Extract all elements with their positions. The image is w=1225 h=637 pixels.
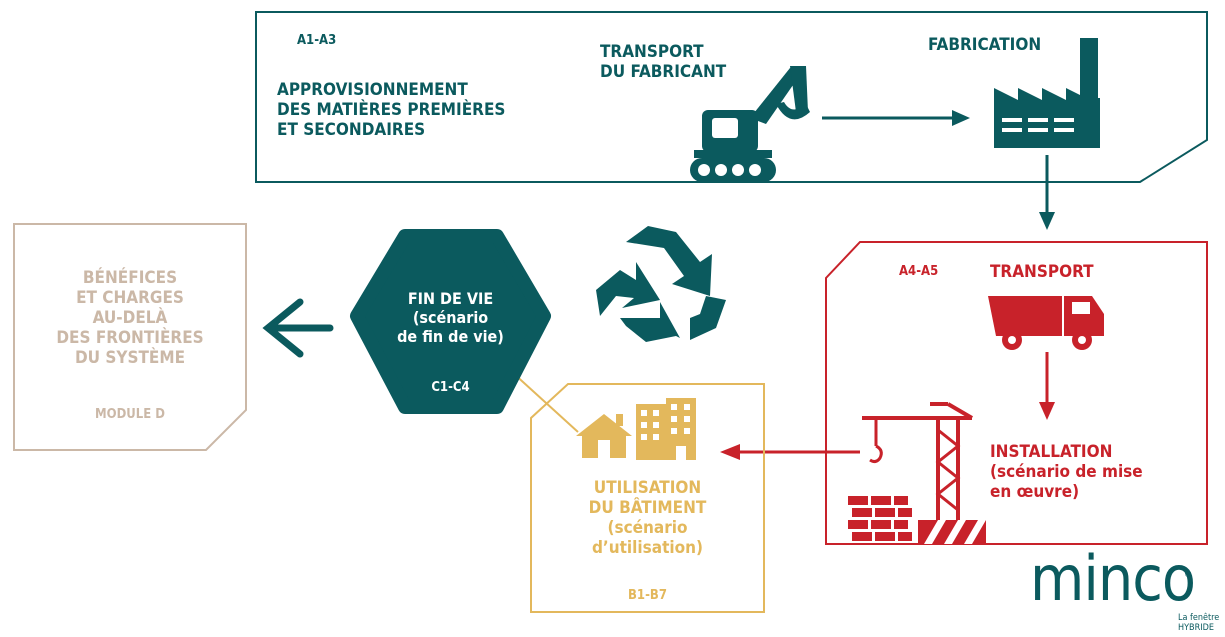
stage-c-shape <box>350 229 551 414</box>
utilisation-label-line: (scénario <box>607 518 688 539</box>
supply-label-line: ET SECONDAIRES <box>277 120 426 141</box>
stage-b-code: B1-B7 <box>628 588 667 603</box>
fin-de-vie-label-line: de fin de vie) <box>397 326 504 346</box>
fin-de-vie-label-line: FIN DE VIE <box>407 289 494 308</box>
module-d-label: BÉNÉFICES ET CHARGES AU-DELÀ DES FRONTIÈ… <box>14 268 246 368</box>
fin-de-vie-label-line: (scénario <box>412 307 489 327</box>
brand-logo: minco <box>1030 542 1196 615</box>
supply-label-line: APPROVISIONNEMENT <box>277 80 468 100</box>
utilisation-label: UTILISATION DU BÂTIMENT (scénario d’util… <box>531 478 764 558</box>
module-d-label-line: DU SYSTÈME <box>74 348 186 369</box>
stage-c-code: C1-C4 <box>431 380 470 395</box>
installation-label-line: (scénario de mise <box>990 462 1143 483</box>
hazard-base <box>918 520 986 544</box>
supply-label: APPROVISIONNEMENT DES MATIÈRES PREMIÈRES… <box>277 80 505 140</box>
arrow-fabrication-to-transport <box>1039 155 1055 230</box>
module-d-label-line: ET CHARGES <box>76 288 184 309</box>
house-icon <box>576 414 632 458</box>
installation-label: INSTALLATION (scénario de mise en œuvre) <box>990 442 1143 502</box>
module-d-label-line: AU-DELÀ <box>92 308 168 329</box>
utilisation-label-line: d’utilisation) <box>591 538 704 559</box>
truck-icon <box>988 296 1104 350</box>
utilisation-label-line: UTILISATION <box>593 478 702 498</box>
recycle-icon <box>596 226 726 342</box>
crane-icon <box>862 402 974 520</box>
stage-a4a5-code: A4-A5 <box>899 264 939 279</box>
arrow-transport-to-fabrication <box>822 110 970 126</box>
module-d-frame <box>13 223 247 451</box>
module-d-code: MODULE D <box>94 407 165 422</box>
stage-a4a5-frame <box>825 241 1208 545</box>
utilisation-label-line: DU BÂTIMENT <box>588 498 707 519</box>
arrow-transport-to-installation <box>1039 352 1055 420</box>
manufacturer-transport-label: TRANSPORT DU FABRICANT <box>600 42 726 82</box>
stage-a1a3-frame <box>255 11 1208 183</box>
installation-label-line: INSTALLATION <box>990 442 1113 462</box>
excavator-icon <box>690 66 810 182</box>
transport-label-line: TRANSPORT <box>600 42 704 62</box>
registered-mark: ® <box>1184 570 1193 580</box>
fin-de-vie-label: FIN DE VIE (scénario de fin de vie) <box>357 289 544 347</box>
bricks-icon <box>848 496 912 541</box>
brand-tagline-line: HYBRIDE <box>1178 623 1214 634</box>
arrow-to-module-d <box>262 298 334 358</box>
factory-icon <box>994 38 1100 148</box>
transport-label-line: DU FABRICANT <box>600 62 727 83</box>
building-icon <box>636 398 696 460</box>
brand-tagline: La fenêtre HYBRIDE <box>1178 613 1219 634</box>
transport-label: TRANSPORT <box>990 262 1094 282</box>
module-d-label-line: DES FRONTIÈRES <box>56 328 204 349</box>
stage-b-frame <box>530 383 765 613</box>
supply-label-line: DES MATIÈRES PREMIÈRES <box>277 100 506 121</box>
installation-label-line: en œuvre) <box>990 482 1080 503</box>
stage-a1a3-code: A1-A3 <box>297 33 337 48</box>
module-d-label-line: BÉNÉFICES <box>82 268 178 288</box>
brand-tagline-line: La fenêtre <box>1178 613 1220 623</box>
fabrication-label: FABRICATION <box>928 35 1042 55</box>
arrow-installation-to-utilisation <box>720 444 860 460</box>
